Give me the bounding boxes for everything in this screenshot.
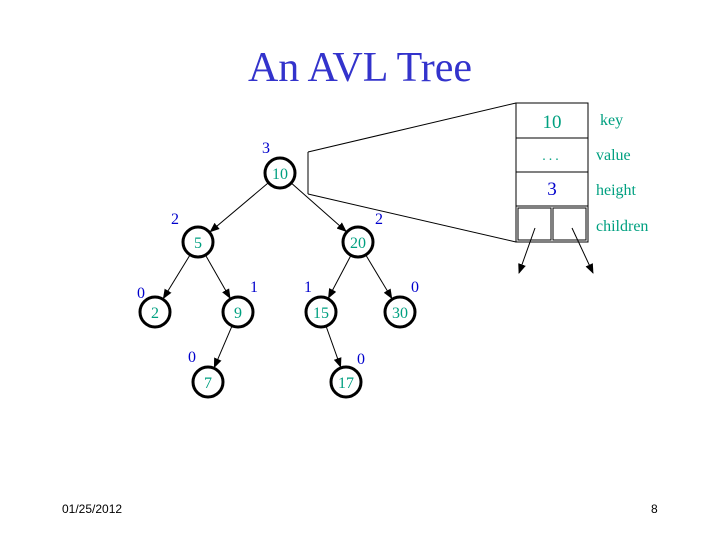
node-record: 10 ... 3 key value height children — [515, 102, 648, 274]
record-label-children: children — [596, 218, 648, 235]
node-height: 0 — [137, 285, 145, 302]
node-circle — [263, 156, 297, 190]
slide-title: An AVL Tree — [247, 45, 473, 91]
node-key: 7 — [204, 375, 212, 392]
node-circle — [191, 365, 225, 399]
record-label-key: key — [600, 112, 623, 129]
tree-node-9: 91 — [221, 279, 258, 329]
node-key: 20 — [350, 235, 366, 252]
edge-n15-n17 — [325, 325, 342, 368]
tree-node-5: 52 — [171, 211, 215, 259]
edge-n9-n7 — [213, 325, 233, 369]
node-circle — [383, 295, 417, 329]
record-value-value: ... — [542, 149, 562, 164]
record-label-height: height — [596, 182, 637, 199]
node-height: 0 — [357, 351, 365, 368]
record-height-value: 3 — [547, 179, 557, 200]
node-key: 5 — [194, 235, 202, 252]
node-height: 1 — [304, 279, 312, 296]
left-child-pointer — [518, 227, 536, 274]
footer-page-number: 8 — [651, 502, 658, 516]
node-circle — [181, 225, 215, 259]
node-height: 2 — [171, 211, 179, 228]
node-key: 30 — [392, 305, 408, 322]
record-label-value: value — [596, 147, 631, 164]
edge-n5-n2 — [162, 254, 191, 300]
tree-node-2: 20 — [137, 285, 172, 329]
node-height: 0 — [411, 279, 419, 296]
edge-n10-n5 — [209, 182, 269, 233]
tree-node-17: 170 — [329, 351, 365, 399]
node-key: 15 — [313, 305, 329, 322]
record-key-value: 10 — [543, 112, 562, 133]
tree-node-30: 300 — [383, 279, 419, 329]
node-key: 2 — [151, 305, 159, 322]
node-circle — [329, 365, 363, 399]
zoom-callout-lines — [307, 102, 517, 243]
node-height: 3 — [262, 140, 270, 157]
node-circle — [221, 295, 255, 329]
edge-n20-n30 — [365, 254, 393, 300]
tree-node-7: 70 — [188, 349, 225, 399]
edge-n20-n15 — [328, 255, 352, 299]
node-height: 1 — [250, 279, 258, 296]
node-height: 0 — [188, 349, 196, 366]
tree-node-10: 103 — [262, 140, 297, 190]
tree-node-15: 151 — [304, 279, 338, 329]
node-circle — [138, 295, 172, 329]
node-circle — [304, 295, 338, 329]
right-child-pointer — [571, 227, 594, 274]
node-height: 2 — [375, 211, 383, 228]
tree-node-20: 20 2 — [341, 211, 383, 259]
edge-n5-n9 — [205, 254, 231, 299]
footer-date: 01/25/2012 — [62, 502, 123, 516]
edge-n10-n20 — [290, 182, 347, 233]
node-circle — [341, 225, 375, 259]
node-key: 9 — [234, 305, 242, 322]
node-key: 10 — [272, 166, 288, 183]
tree-edges — [162, 182, 393, 369]
node-key: 17 — [338, 375, 354, 392]
